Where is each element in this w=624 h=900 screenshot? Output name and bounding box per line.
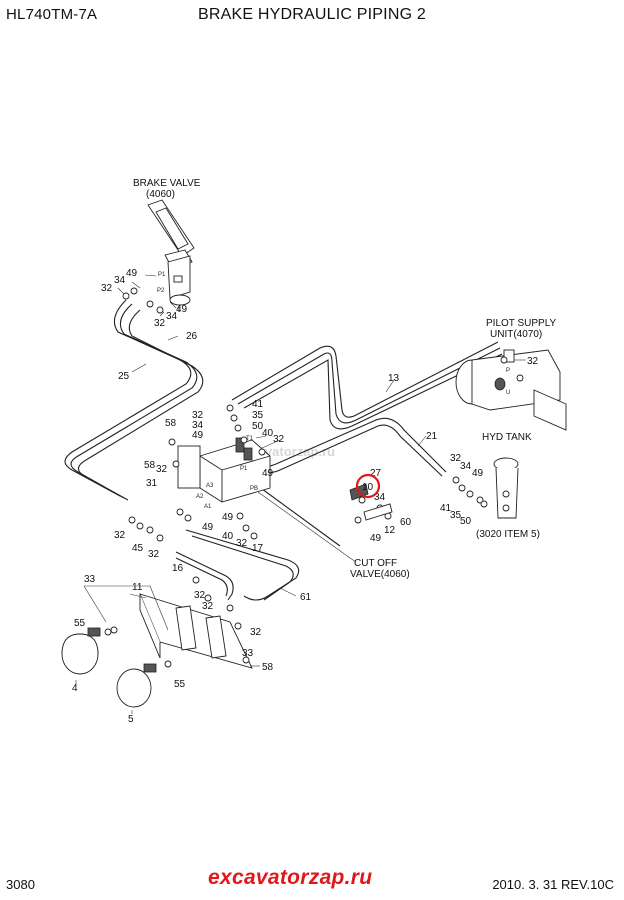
callout-5: 5 (128, 714, 134, 725)
page-title: BRAKE HYDRAULIC PIPING 2 (198, 6, 426, 23)
callout-49: 49 (202, 522, 214, 533)
callout-32: 32 (273, 434, 285, 445)
callout-50: 50 (252, 421, 264, 432)
page-number: 3080 (6, 877, 35, 892)
accumulator-4 (61, 627, 101, 675)
callout-41: 41 (252, 399, 264, 410)
accumulator-bracket (139, 593, 253, 669)
callout-34: 34 (166, 311, 178, 322)
callout-49: 49 (192, 430, 204, 441)
callout-40: 40 (262, 428, 274, 439)
callout-10: 10 (362, 482, 374, 493)
callout-32: 32 (114, 530, 126, 541)
port-t1: T1 (246, 436, 254, 442)
callout-41: 41 (440, 503, 452, 514)
hyd-tank-fitting (493, 457, 519, 519)
hyd-tank-label: HYD TANK (482, 432, 532, 443)
callout-49: 49 (370, 533, 382, 544)
callout-34: 34 (460, 461, 472, 472)
fittings (104, 287, 508, 668)
callout-58: 58 (165, 418, 177, 429)
pilot-supply-ref: UNIT(4070) (490, 329, 542, 340)
callout-49: 49 (222, 512, 234, 523)
callout-17: 17 (252, 543, 264, 554)
port-a2: A2 (196, 494, 204, 500)
callout-58: 58 (262, 662, 274, 673)
brake-valve-assembly (147, 199, 195, 306)
callout-49: 49 (472, 468, 484, 479)
callout-33: 33 (242, 648, 254, 659)
callout-32: 32 (192, 410, 204, 421)
pilot-supply-label: PILOT SUPPLY (486, 318, 557, 329)
callout-32: 32 (148, 549, 160, 560)
port-p: P (506, 368, 510, 374)
callout-32: 32 (250, 627, 262, 638)
callout-25: 25 (118, 371, 130, 382)
callout-32: 32 (450, 453, 462, 464)
callout-numbers: 49 34 32 49 32 34 26 25 41 35 50 40 32 3… (72, 268, 539, 725)
callout-21: 21 (426, 431, 438, 442)
port-u: U (506, 390, 510, 396)
callout-13: 13 (388, 373, 400, 384)
callout-27: 27 (370, 468, 382, 479)
callout-49: 49 (126, 268, 138, 279)
port-p1: P1 (158, 272, 166, 278)
callout-35: 35 (450, 510, 462, 521)
callout-50: 50 (460, 516, 472, 527)
accumulator-5 (116, 663, 157, 708)
port-p1b: P1 (240, 466, 248, 472)
callout-16: 16 (172, 563, 184, 574)
callout-49: 49 (176, 304, 188, 315)
callout-35: 35 (252, 410, 264, 421)
callout-45: 45 (132, 543, 144, 554)
cut-off-valve-label: CUT OFF (354, 558, 397, 569)
callout-55: 55 (174, 679, 186, 690)
callout-34: 34 (192, 420, 204, 431)
highlight-circle (355, 473, 381, 499)
port-a1: A1 (204, 504, 212, 510)
callout-26: 26 (186, 331, 198, 342)
callout-32: 32 (236, 538, 248, 549)
callout-32: 32 (527, 356, 539, 367)
port-pb: PB (250, 486, 258, 492)
callout-61: 61 (300, 592, 312, 603)
model-code: HL740TM-7A (6, 6, 98, 23)
callout-32: 32 (194, 590, 206, 601)
cut-off-valve-ref: VALVE(4060) (350, 569, 410, 580)
brake-valve-label: BRAKE VALVE (133, 178, 201, 189)
brake-valve-ref: (4060) (146, 189, 175, 200)
callout-11: 11 (132, 582, 143, 593)
hose-lines (64, 299, 503, 601)
callout-34: 34 (114, 275, 126, 286)
callout-4: 4 (72, 683, 78, 694)
cut-off-valve-block (177, 437, 271, 503)
callout-32: 32 (202, 601, 214, 612)
callout-33: 33 (84, 574, 96, 585)
callout-49: 49 (262, 468, 274, 479)
callout-34: 34 (374, 492, 386, 503)
date-revision: 2010. 3. 31 REV.10C (492, 877, 614, 892)
brand-link[interactable]: excavatorzap.ru (208, 866, 373, 889)
callout-40: 40 (222, 531, 234, 542)
callout-32: 32 (154, 318, 166, 329)
leader-lines (75, 274, 526, 714)
callout-55: 55 (74, 618, 86, 629)
callout-60: 60 (400, 517, 412, 528)
port-p2: P2 (157, 288, 165, 294)
callout-31: 31 (146, 478, 158, 489)
callout-58: 58 (144, 460, 156, 471)
callout-32: 32 (101, 283, 113, 294)
pilot-supply-unit (455, 349, 567, 431)
hyd-tank-ref: (3020 ITEM 5) (476, 529, 540, 540)
port-a3: A3 (206, 483, 214, 489)
callout-12: 12 (384, 525, 396, 536)
port-t: T (177, 308, 181, 314)
callout-32: 32 (156, 464, 168, 475)
